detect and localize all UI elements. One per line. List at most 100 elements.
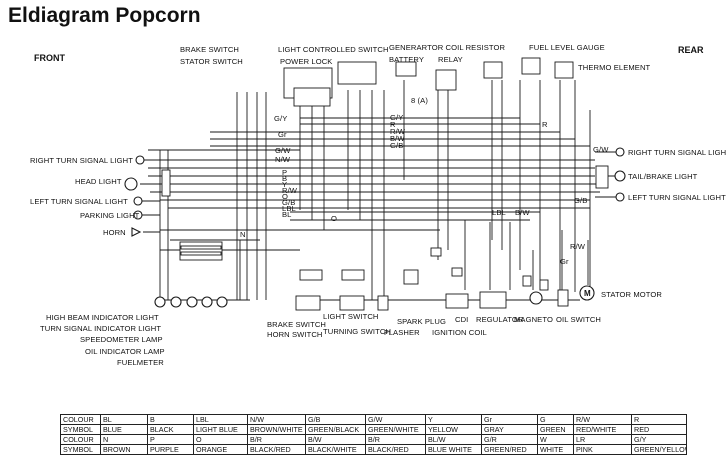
legend-cell: BROWN [100,444,148,455]
legend-cell: GREEN/RED [481,444,538,455]
legend-cell: BLACK/RED [365,444,426,455]
magneto-label: MAGNETO [514,315,553,324]
legend-cell: B/R [365,434,426,445]
regulator-label: REGULATOR [476,315,524,324]
wire-code: LBL [282,204,296,213]
legend-cell: RED/WHITE [573,424,632,435]
legend-cell: BL [100,414,148,425]
speedometer-lamp-label: SPEEDOMETER LAMP [80,335,163,344]
power-lock-label: POWER LOCK [280,57,333,66]
wire-code: G/B [574,196,588,205]
oil-indicator-label: OIL INDICATOR LAMP [85,347,165,356]
wire-code: R/W [390,127,406,136]
legend-cell: N/W [247,414,306,425]
legend-cell: GRAY [481,424,538,435]
legend-cell: G [537,414,574,425]
battery-label: BATTERY [389,55,425,64]
light-switch-label: LIGHT SWITCH [323,312,379,321]
legend-cell: W [537,434,574,445]
turning-switch-label: TURNING SWITCH [323,327,392,336]
wire-code: B [282,174,288,183]
brake-switch-top-label: BRAKE SWITCH [180,45,240,54]
legend-cell: B [147,414,194,425]
rear-label: REAR [678,45,704,55]
relay-label: RELAY [438,55,463,64]
legend-cell: BL/W [425,434,482,445]
legend-cell: ORANGE [193,444,248,455]
legend-cell: RED [631,424,687,435]
cdi-label: CDI [455,315,469,324]
legend-cell: P [147,434,194,445]
legend-cell: PINK [573,444,632,455]
legend-row-header: SYMBOL [60,424,101,435]
legend-cell: BLACK/RED [247,444,306,455]
parking-light-label: PARKING LIGHT [80,211,140,220]
legend-cell: B/R [247,434,306,445]
stator-switch-label: STATOR SWITCH [180,57,243,66]
legend-cell: BLACK/WHITE [305,444,366,455]
wire-code: O [331,214,338,223]
spark-plug-label: SPARK PLUG [397,317,446,326]
legend-cell: GREEN/BLACK [305,424,366,435]
wire-code: Y [282,180,288,189]
legend-cell: R [631,414,687,425]
diagram-title: Eldiagram Popcorn [8,4,201,27]
legend-cell: BROWN/WHITE [247,424,306,435]
light-controlled-switch-label: LIGHT CONTROLLED SWITCH [278,45,389,54]
legend-row-header: COLOUR [60,434,101,445]
wire-code: R/W [282,186,298,195]
wire-code: G/Y [274,114,288,123]
legend-cell: PURPLE [147,444,194,455]
legend-cell: LIGHT BLUE [193,424,248,435]
legend-cell: GREEN/WHITE [365,424,426,435]
legend-cell: G/W [365,414,426,425]
front-label: FRONT [34,53,65,63]
legend-cell: WHITE [537,444,574,455]
legend-cell: LR [573,434,632,445]
legend-cell: G/R [481,434,538,445]
right-turn-rear-label: RIGHT TURN SIGNAL LIGH [628,148,727,157]
wire-code: N/W [275,155,291,164]
legend-cell: G/Y [631,434,687,445]
thermo-element-label: THERMO ELEMENT [578,63,651,72]
motor-symbol: M [584,289,591,298]
right-turn-front-label: RIGHT TURN SIGNAL LIGHT [30,156,134,165]
legend-cell: BLUE WHITE [425,444,482,455]
legend-cell: O [193,434,248,445]
legend-cell: Y [425,414,482,425]
wire-code: B/W [515,208,530,217]
flasher-label: FLASHER [384,328,420,337]
wire-code: R [542,120,548,129]
horn-switch-label: HORN SWITCH [267,330,323,339]
wire-code: O [282,192,289,201]
oil-switch-label: OIL SWITCH [556,315,602,324]
left-turn-rear-label: LEFT TURN SIGNAL LIGHT [628,193,726,202]
wire-code: R/W [570,242,586,251]
turn-indicator-label: TURN SIGNAL INDICATOR LIGHT [40,324,162,333]
wire-code: G/W [593,145,609,154]
wire-code: R [390,120,396,129]
fuse-label: 8 (A) [411,96,428,105]
legend-cell: BLUE [100,424,148,435]
legend-row-header: SYMBOL [60,444,101,455]
head-light-label: HEAD LIGHT [75,177,122,186]
generator-coil-resistor-label: GENERARTOR COIL RESISTOR [389,43,506,52]
legend-cell: GREEN [537,424,574,435]
legend-cell: GREEN/YELLOW [631,444,687,455]
legend-cell: R/W [573,414,632,425]
legend-cell: YELLOW [425,424,482,435]
wire-code: BL [282,210,292,219]
legend-cell: B/W [305,434,366,445]
high-beam-label: HIGH BEAM INDICATOR LIGHT [46,313,159,322]
wire-code: P [282,168,288,177]
wire-code: B/W [390,134,405,143]
wire-code: G/W [275,146,291,155]
wire-code: G/B [390,141,404,150]
legend-cell: Gr [481,414,538,425]
